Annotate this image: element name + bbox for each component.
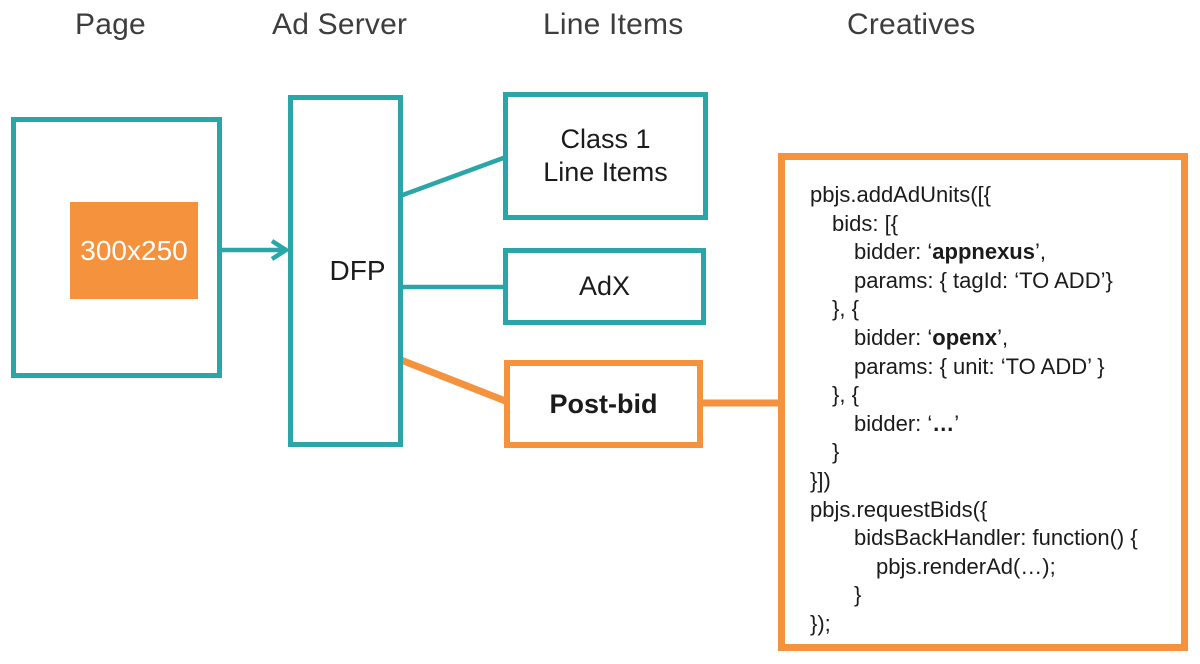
column-header-page: Page <box>75 8 146 41</box>
postbid-label: Post-bid <box>549 388 658 419</box>
postbid-box: Post-bid <box>504 360 703 448</box>
column-header-line-items: Line Items <box>543 8 684 41</box>
code-block: pbjs.addAdUnits([{ bids: [{ bidder: ‘appne… <box>785 160 1144 639</box>
class1-line-items-box: Class 1 Line Items <box>503 92 708 220</box>
code-line: pbjs.renderAd(…); <box>876 553 1056 579</box>
dfp-box: DFP <box>288 95 403 447</box>
code-line: params: { unit: ‘TO ADD’ } <box>854 353 1105 379</box>
dfp-label: DFP <box>329 255 386 286</box>
code-line: bids: [{ <box>832 210 899 236</box>
code-line: bidder: ‘openx’, <box>854 324 1009 350</box>
code-line: bidder: ‘…’ <box>854 410 960 436</box>
ad-slot-label: 300x250 <box>80 234 188 266</box>
code-line: bidder: ‘appnexus’, <box>854 239 1046 265</box>
code-line: bidsBackHandler: function() { <box>854 525 1138 551</box>
code-line: } <box>854 582 862 608</box>
code-line: }, { <box>832 382 859 408</box>
connector-dfp-to-postbid <box>399 356 510 406</box>
code-line: pbjs.addAdUnits([{ <box>810 182 991 207</box>
adx-label: AdX <box>578 271 631 301</box>
connector-dfp-to-class1 <box>399 154 507 199</box>
creatives-box: pbjs.addAdUnits([{ bids: [{ bidder: ‘appne… <box>778 153 1188 651</box>
connector-adslot-to-dfp-arrowhead-icon <box>270 239 291 261</box>
code-line: } <box>832 439 840 465</box>
adx-box: AdX <box>503 248 706 325</box>
code-line: pbjs.requestBids({ <box>810 496 988 522</box>
class1-label-line2: Line Items <box>543 157 668 187</box>
code-line: }]) <box>810 467 831 493</box>
code-line: }, { <box>832 296 859 322</box>
ad-slot-300x250: 300x250 <box>70 202 198 299</box>
code-line: params: { tagId: ‘TO ADD’} <box>854 267 1113 293</box>
column-header-ad-server: Ad Server <box>272 8 408 41</box>
column-header-creatives: Creatives <box>847 8 976 41</box>
code-line: }); <box>810 610 831 636</box>
class1-label-line1: Class 1 <box>560 124 651 154</box>
